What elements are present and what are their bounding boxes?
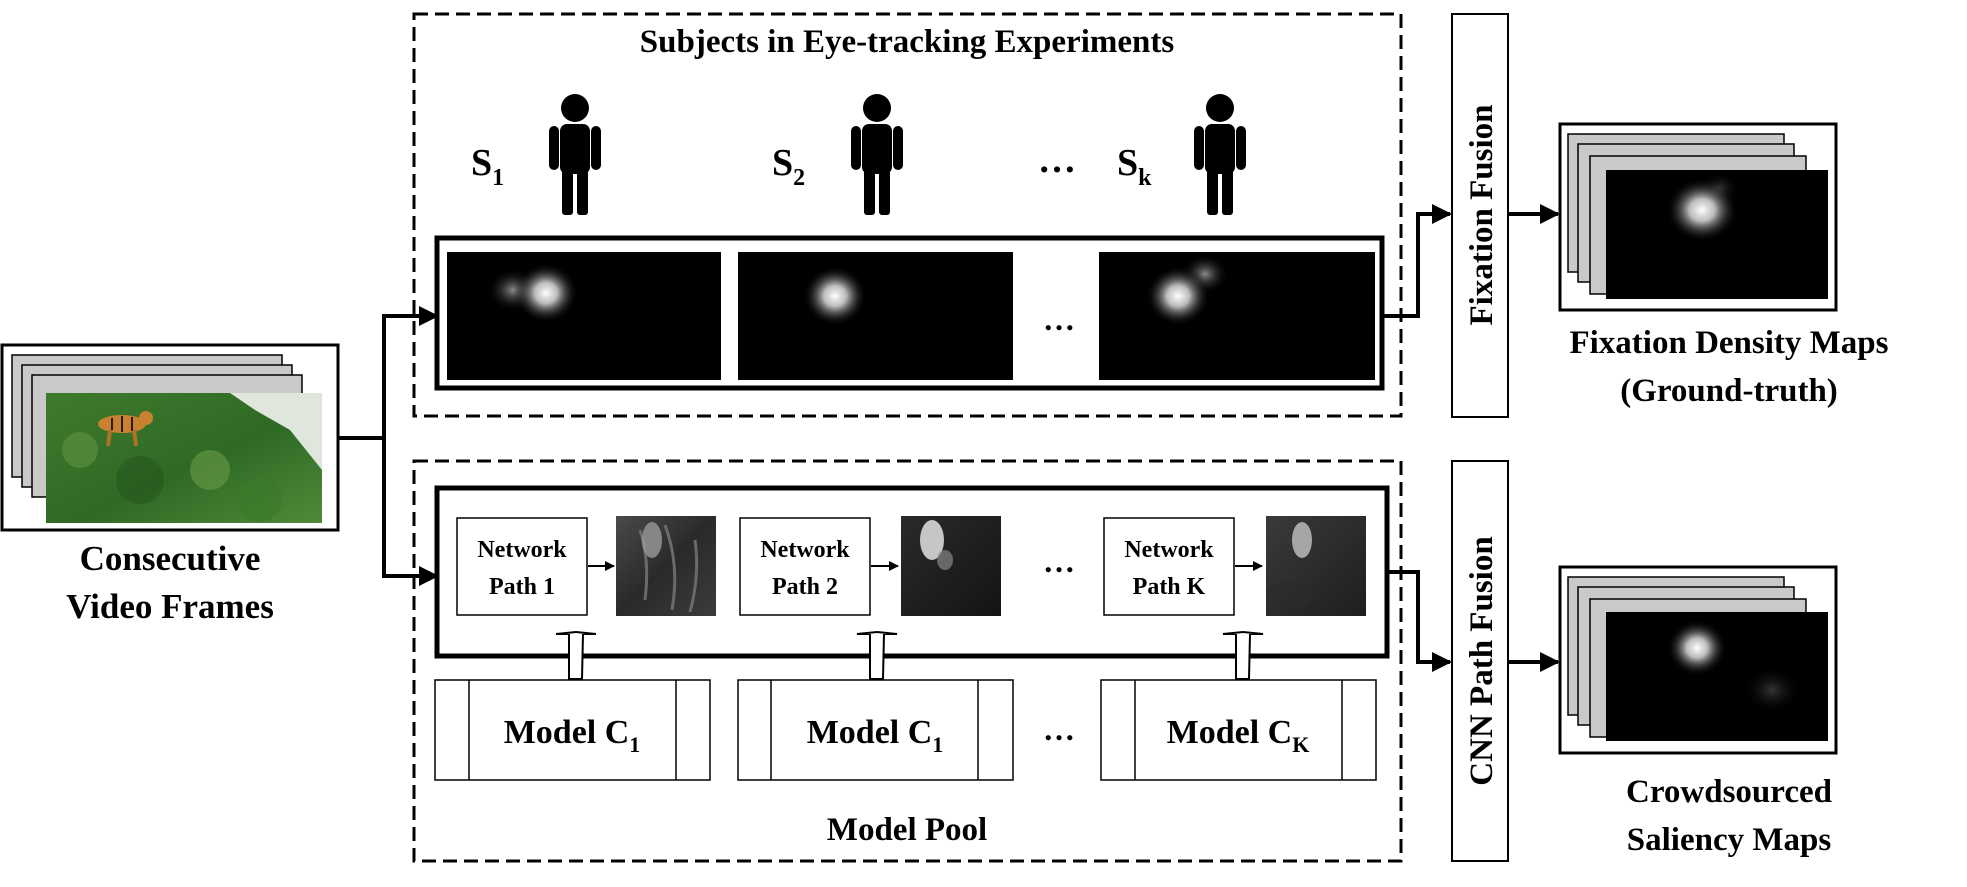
- crowdsourced-saliency-maps-stack: Crowdsourced Saliency Maps: [1558, 565, 1838, 858]
- network-path-1-line1: Network: [477, 537, 567, 563]
- model-label-k: Model CK: [1167, 714, 1310, 757]
- person-icon: [549, 94, 601, 215]
- video-frames-stack: Consecutive Video Frames: [0, 343, 340, 626]
- csm-label-line1: Crowdsourced: [1626, 774, 1832, 810]
- model-label-1: Model C1: [504, 714, 641, 757]
- subject-label-1: S1: [471, 142, 504, 191]
- fixation-map-k: [1099, 252, 1375, 380]
- model-box-1: Model C1: [434, 679, 711, 781]
- video-frame-image: [46, 393, 322, 523]
- network-path-ellipsis: …: [1043, 543, 1075, 579]
- network-path-k-line2: Path K: [1133, 574, 1206, 600]
- network-path-2-line1: Network: [760, 537, 850, 563]
- model-pool-panel: Model Pool Network Path 1 Network Path 2…: [412, 459, 1403, 863]
- cnn-fusion-label: CNN Path Fusion: [1464, 536, 1500, 785]
- subject-ellipsis: …: [1038, 139, 1076, 181]
- tiger-icon: [98, 411, 153, 447]
- eye-tracking-title: Subjects in Eye-tracking Experiments: [640, 24, 1175, 60]
- frames-label-line2: Video Frames: [66, 587, 274, 626]
- fdm-label-line2: (Ground-truth): [1620, 373, 1838, 409]
- fixation-density-maps-stack: Fixation Density Maps (Ground-truth): [1558, 122, 1889, 409]
- model-ellipsis: …: [1043, 711, 1075, 747]
- network-path-k-line1: Network: [1124, 537, 1214, 563]
- cnn-saliency-map-1: [616, 516, 716, 616]
- cnn-saliency-map-2: [901, 516, 1001, 616]
- subject-label-2: S2: [772, 142, 805, 191]
- model-to-path-arrow-k: [1222, 630, 1264, 680]
- cnn-fusion-block: CNN Path Fusion: [1451, 460, 1509, 862]
- network-path-1-line2: Path 1: [489, 574, 555, 600]
- model-to-path-arrow-2: [856, 630, 898, 680]
- csm-label-line2: Saliency Maps: [1627, 822, 1832, 858]
- model-label-2: Model C1: [807, 714, 944, 757]
- network-path-k: Network Path K: [1103, 517, 1235, 616]
- network-path-2: Network Path 2: [739, 517, 871, 616]
- fixation-fusion-block: Fixation Fusion: [1451, 13, 1509, 418]
- fdm-label-line1: Fixation Density Maps: [1569, 325, 1888, 361]
- cnn-saliency-map-k: [1266, 516, 1366, 616]
- model-box-k: Model CK: [1100, 679, 1377, 781]
- frames-label-line1: Consecutive: [80, 539, 261, 578]
- network-path-1: Network Path 1: [456, 517, 588, 616]
- fixation-fusion-label: Fixation Fusion: [1464, 105, 1500, 326]
- fixation-map-1: [447, 252, 721, 380]
- input-connectors: [338, 306, 439, 586]
- fusion-connectors: [1382, 204, 1560, 672]
- fixation-map-ellipsis: …: [1043, 301, 1075, 337]
- person-icon: [851, 94, 903, 215]
- eye-tracking-panel: Subjects in Eye-tracking Experiments S1 …: [412, 12, 1403, 418]
- model-pool-title: Model Pool: [827, 812, 987, 848]
- model-box-2: Model C1: [737, 679, 1014, 781]
- model-to-path-arrow-1: [555, 630, 597, 680]
- person-icon: [1194, 94, 1246, 215]
- network-path-2-line2: Path 2: [772, 574, 838, 600]
- subject-label-k: Sk: [1117, 142, 1152, 191]
- fixation-map-2: [738, 252, 1013, 380]
